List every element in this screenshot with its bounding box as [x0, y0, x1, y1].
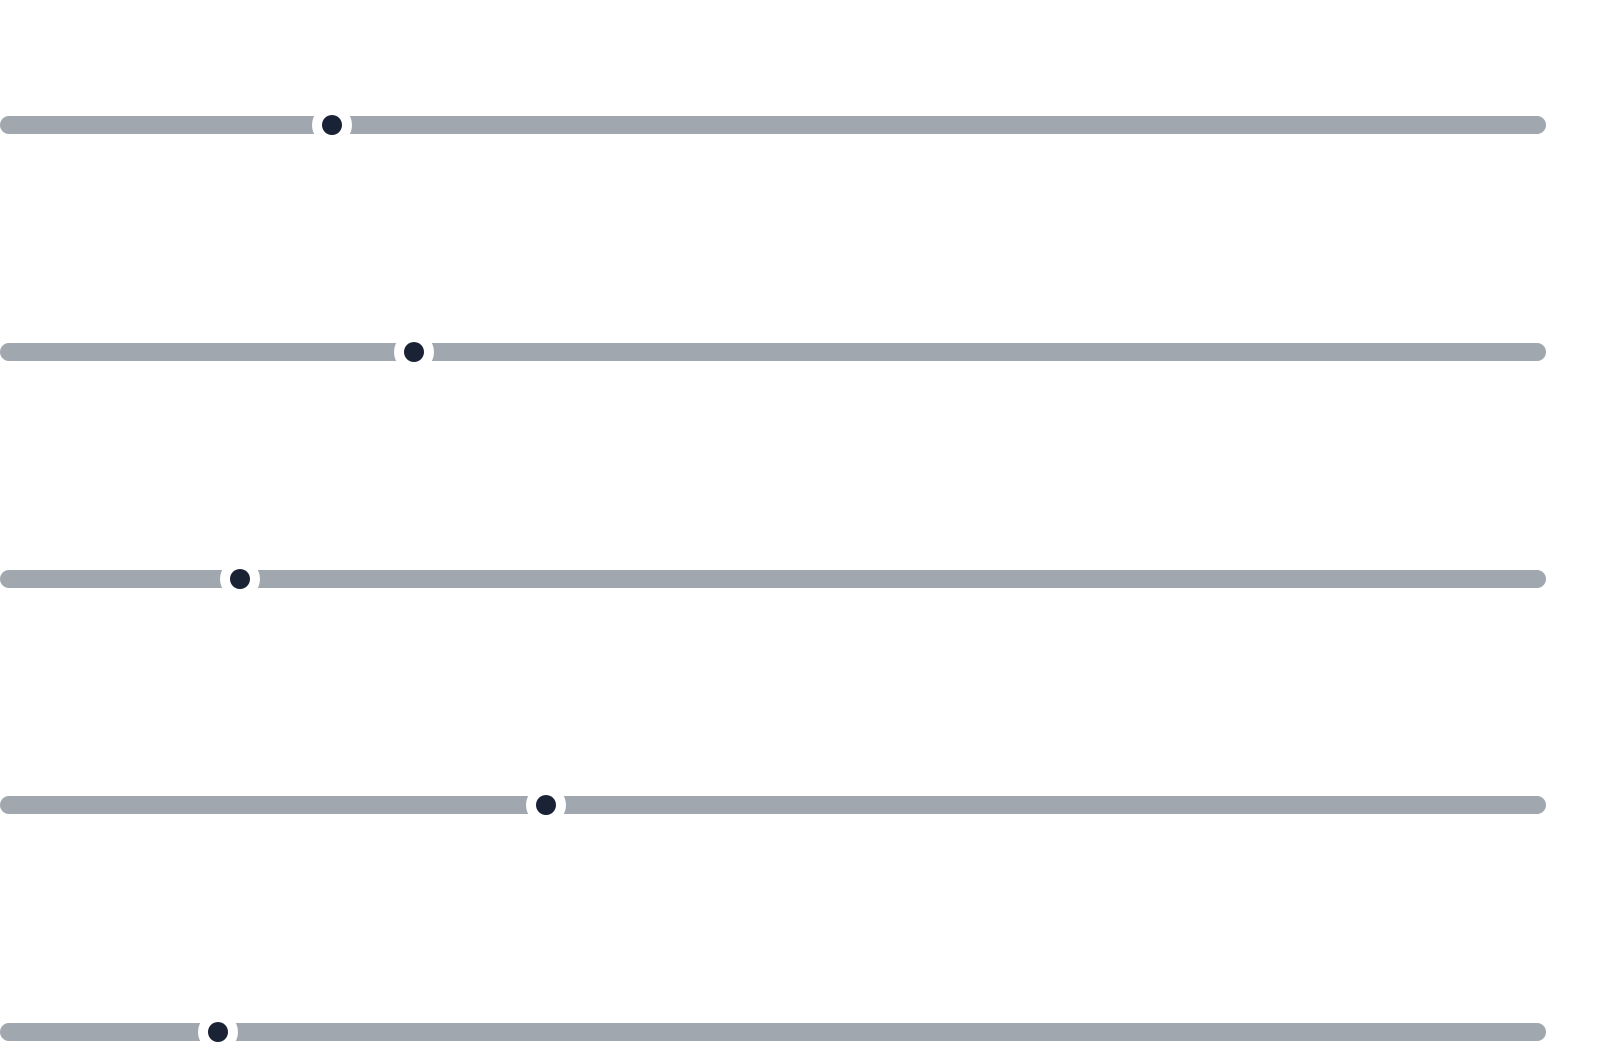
slider-thumb-dot — [229, 569, 250, 589]
slider-3[interactable] — [0, 559, 1546, 599]
slider-track[interactable] — [0, 1023, 1546, 1041]
slider-track[interactable] — [0, 570, 1546, 588]
slider-4[interactable] — [0, 785, 1546, 825]
slider-5[interactable] — [0, 1012, 1546, 1052]
slider-2[interactable] — [0, 332, 1546, 372]
slider-thumb[interactable] — [525, 785, 566, 825]
slider-thumb[interactable] — [312, 105, 353, 145]
slider-thumb[interactable] — [219, 559, 260, 599]
slider-track[interactable] — [0, 796, 1546, 814]
slider-1[interactable] — [0, 105, 1546, 145]
slider-thumb[interactable] — [197, 1012, 238, 1052]
slider-thumb-dot — [207, 1022, 228, 1042]
slider-track[interactable] — [0, 343, 1546, 361]
slider-thumb-dot — [322, 115, 343, 135]
slider-thumb[interactable] — [394, 332, 435, 372]
slider-thumb-dot — [535, 795, 556, 815]
slider-track[interactable] — [0, 116, 1546, 134]
slider-thumb-dot — [404, 342, 425, 362]
